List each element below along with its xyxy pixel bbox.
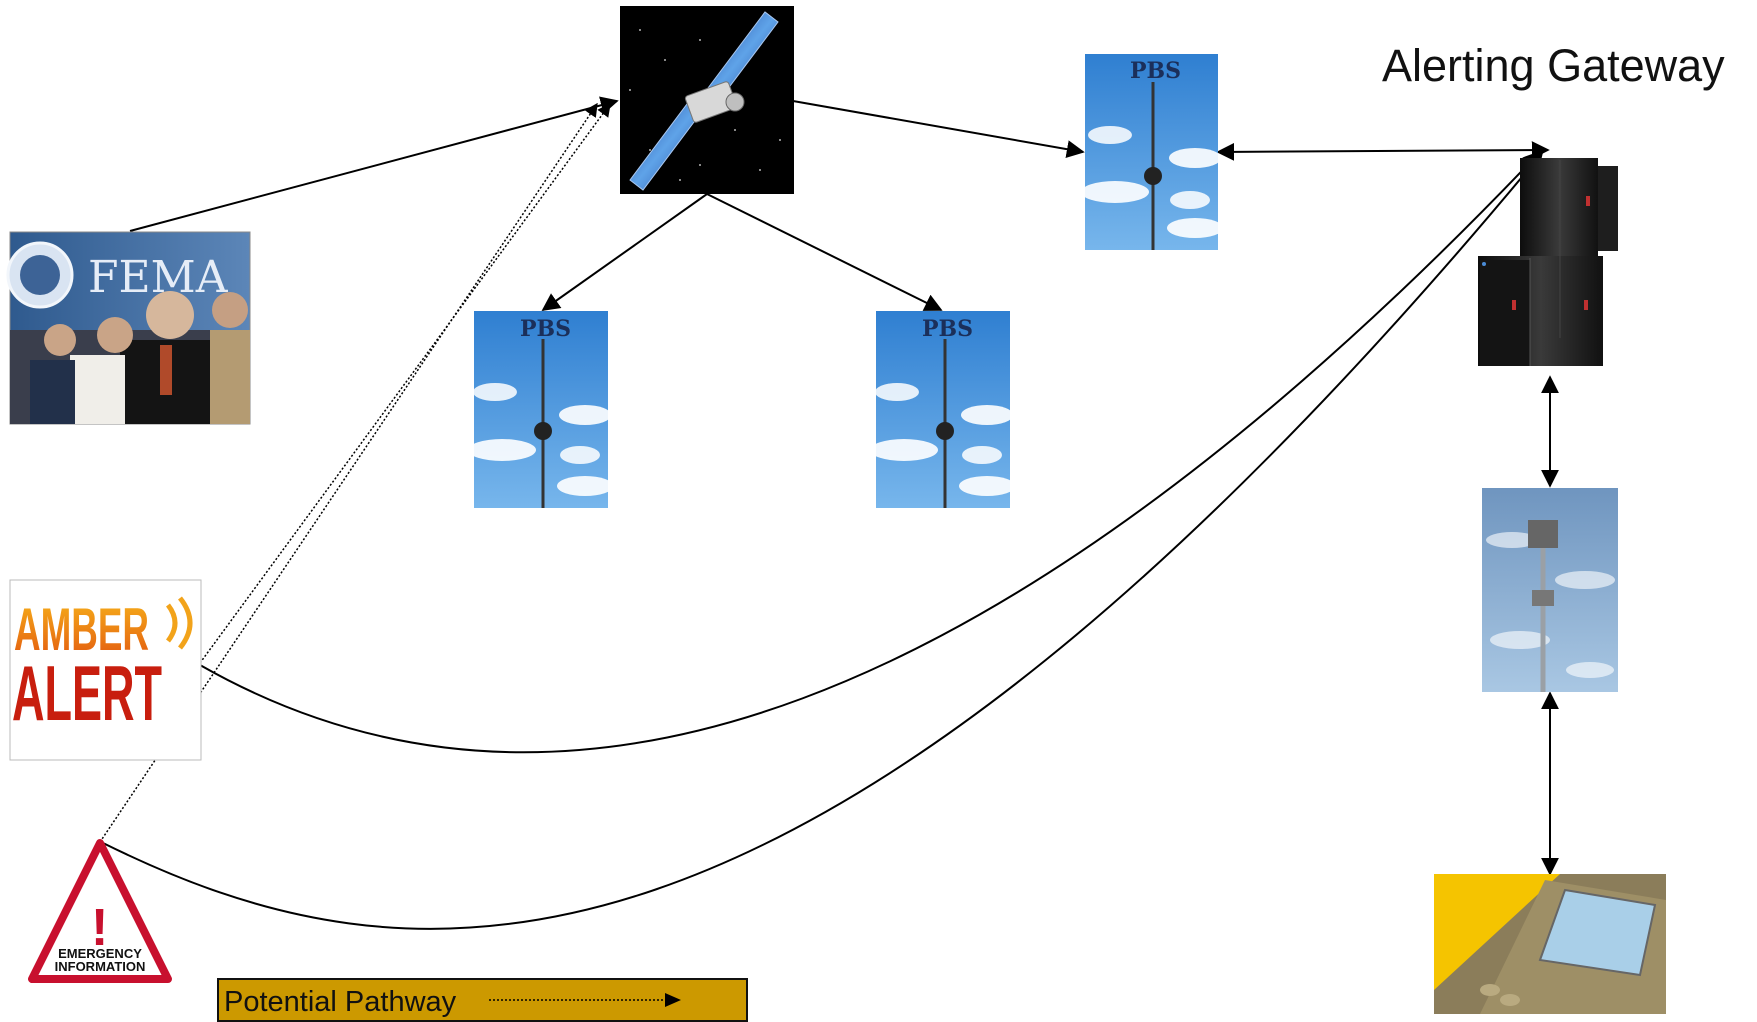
amber-to-gateway-curve (199, 150, 1542, 754)
information-label: INFORMATION (55, 959, 146, 974)
amber-alert-logo: AMBER ALERT (9, 579, 202, 761)
cell-tower-image (1482, 488, 1618, 692)
connector-lines (102, 96, 1559, 930)
pbs-label: PBS (922, 316, 973, 342)
amber-to-satellite-dotted-arrow (199, 102, 611, 664)
signal-waves-icon (165, 596, 193, 650)
pbs-station-left: PBS (468, 311, 613, 508)
pbs-label: PBS (520, 316, 571, 342)
emergency-to-gateway-curve (102, 151, 1544, 930)
satellite-to-pbs-top-arrow (792, 100, 1085, 159)
mobile-phone-image (1434, 874, 1666, 1014)
potential-pathway-legend: Potential Pathway (217, 978, 748, 1022)
pbs-gateway-double-arrow (1216, 141, 1550, 161)
pbs-label: PBS (1130, 58, 1181, 84)
fema-photo: FEMA (6, 231, 251, 425)
pbs-station-right: PBS (870, 311, 1015, 508)
emergency-label: EMERGENCY (58, 946, 142, 961)
amber-alert-line2: ALERT (12, 649, 162, 737)
satellite-image (620, 6, 794, 194)
satellite-to-pbs-left-arrow (541, 193, 708, 312)
satellite-to-pbs-right-arrow (706, 193, 943, 311)
pbs-station-top: PBS (1081, 54, 1223, 250)
dotted-arrow-icon (489, 993, 681, 1007)
legend-label: Potential Pathway (224, 986, 457, 1018)
fema-to-satellite-arrow (129, 96, 619, 232)
exclamation-icon: ! (91, 899, 108, 957)
alerting-gateway-title: Alerting Gateway (1382, 40, 1725, 91)
satellite-dish-icon (725, 92, 745, 112)
amber-alert-line1: AMBER (14, 596, 149, 663)
alerting-gateway-server (1478, 158, 1618, 366)
emergency-information-sign: ! EMERGENCY INFORMATION (28, 839, 172, 983)
phone-screen (1538, 888, 1657, 977)
